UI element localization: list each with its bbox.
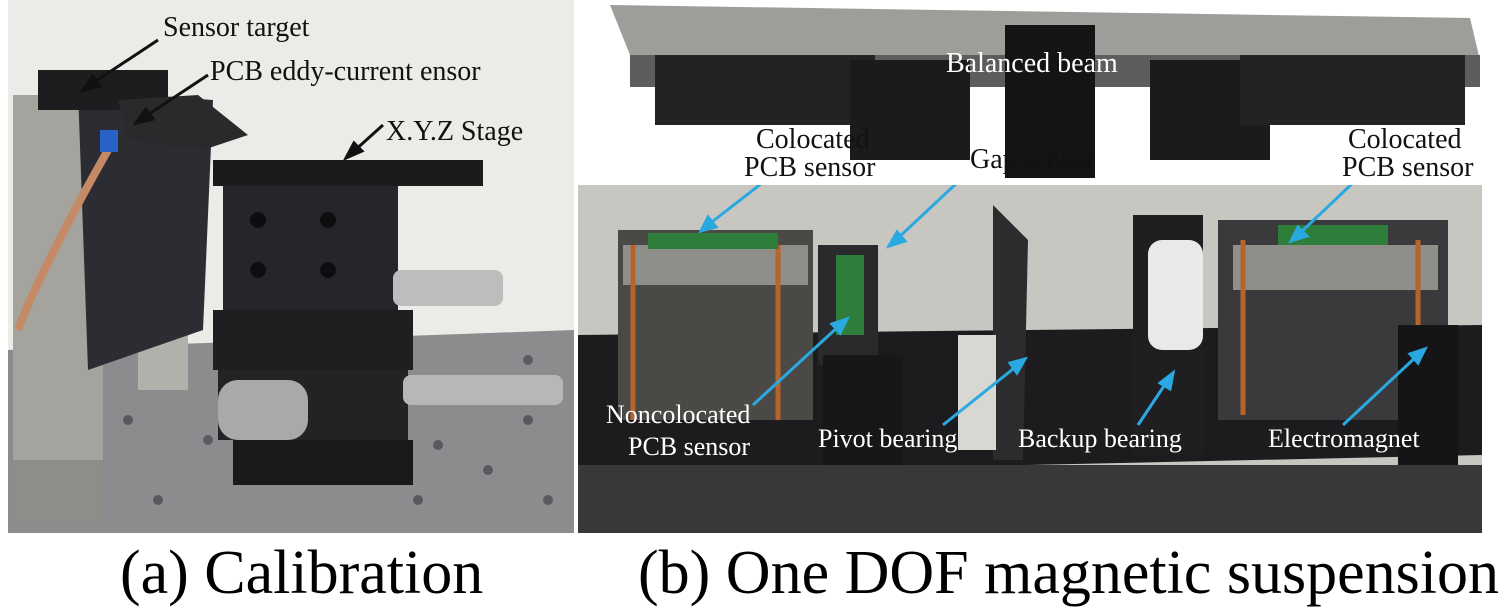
micrometer-3 [218,380,308,440]
label-noncolocated-line2: PCB sensor [628,432,750,461]
label-colocated-left-line1: Colocated [756,124,870,155]
micrometer-1 [393,270,503,306]
label-pivot-bearing: Pivot bearing [818,424,957,453]
xyz-stage [213,160,483,186]
label-pcb-eddy-current-sensor: PCB eddy-current ensor [210,56,481,87]
magnet-block-left [850,60,970,160]
panel-b-header-labels: Colocated PCB sensor Gap sensor Colocate… [744,124,1474,183]
label-sensor-target: Sensor target [163,12,310,43]
balanced-beam-scene: Balanced beam [610,5,1480,178]
calibration-photo: Sensor target PCB eddy-current ensor X.Y… [8,0,574,533]
sensor-target-plate [78,90,213,370]
label-noncolocated-line1: Noncolocated [606,400,750,429]
suspension-rig-scene: Noncolocated PCB sensor Pivot bearing Ba… [578,185,1482,533]
caption-calibration: (a) Calibration [120,539,484,607]
label-electromagnet: Electromagnet [1268,424,1420,453]
label-gap-sensor: Gap sensor [970,144,1096,175]
label-backup-bearing: Backup bearing [1018,424,1182,453]
center-block [1005,25,1095,178]
pivot-bearing [993,205,1028,460]
label-xyz-stage: X.Y.Z Stage [386,116,523,147]
suspension-rig-photo: Noncolocated PCB sensor Pivot bearing Ba… [578,185,1482,533]
label-colocated-right-line2: PCB sensor [1342,152,1474,183]
pcb-colocated-right [1278,225,1388,245]
calibration-scene: Sensor target PCB eddy-current ensor X.Y… [8,0,574,533]
micrometer-2 [403,375,563,405]
pcb-colocated-left [648,233,778,249]
sensor-cable [14,148,112,332]
balanced-beam-photo: Balanced beam [610,0,1480,178]
label-colocated-right-line1: Colocated [1348,124,1462,155]
caption-magnetic-suspension: (b) One DOF magnetic suspension [638,539,1499,607]
label-colocated-left-line2: PCB sensor [744,152,876,183]
label-balanced-beam: Balanced beam [946,48,1118,79]
